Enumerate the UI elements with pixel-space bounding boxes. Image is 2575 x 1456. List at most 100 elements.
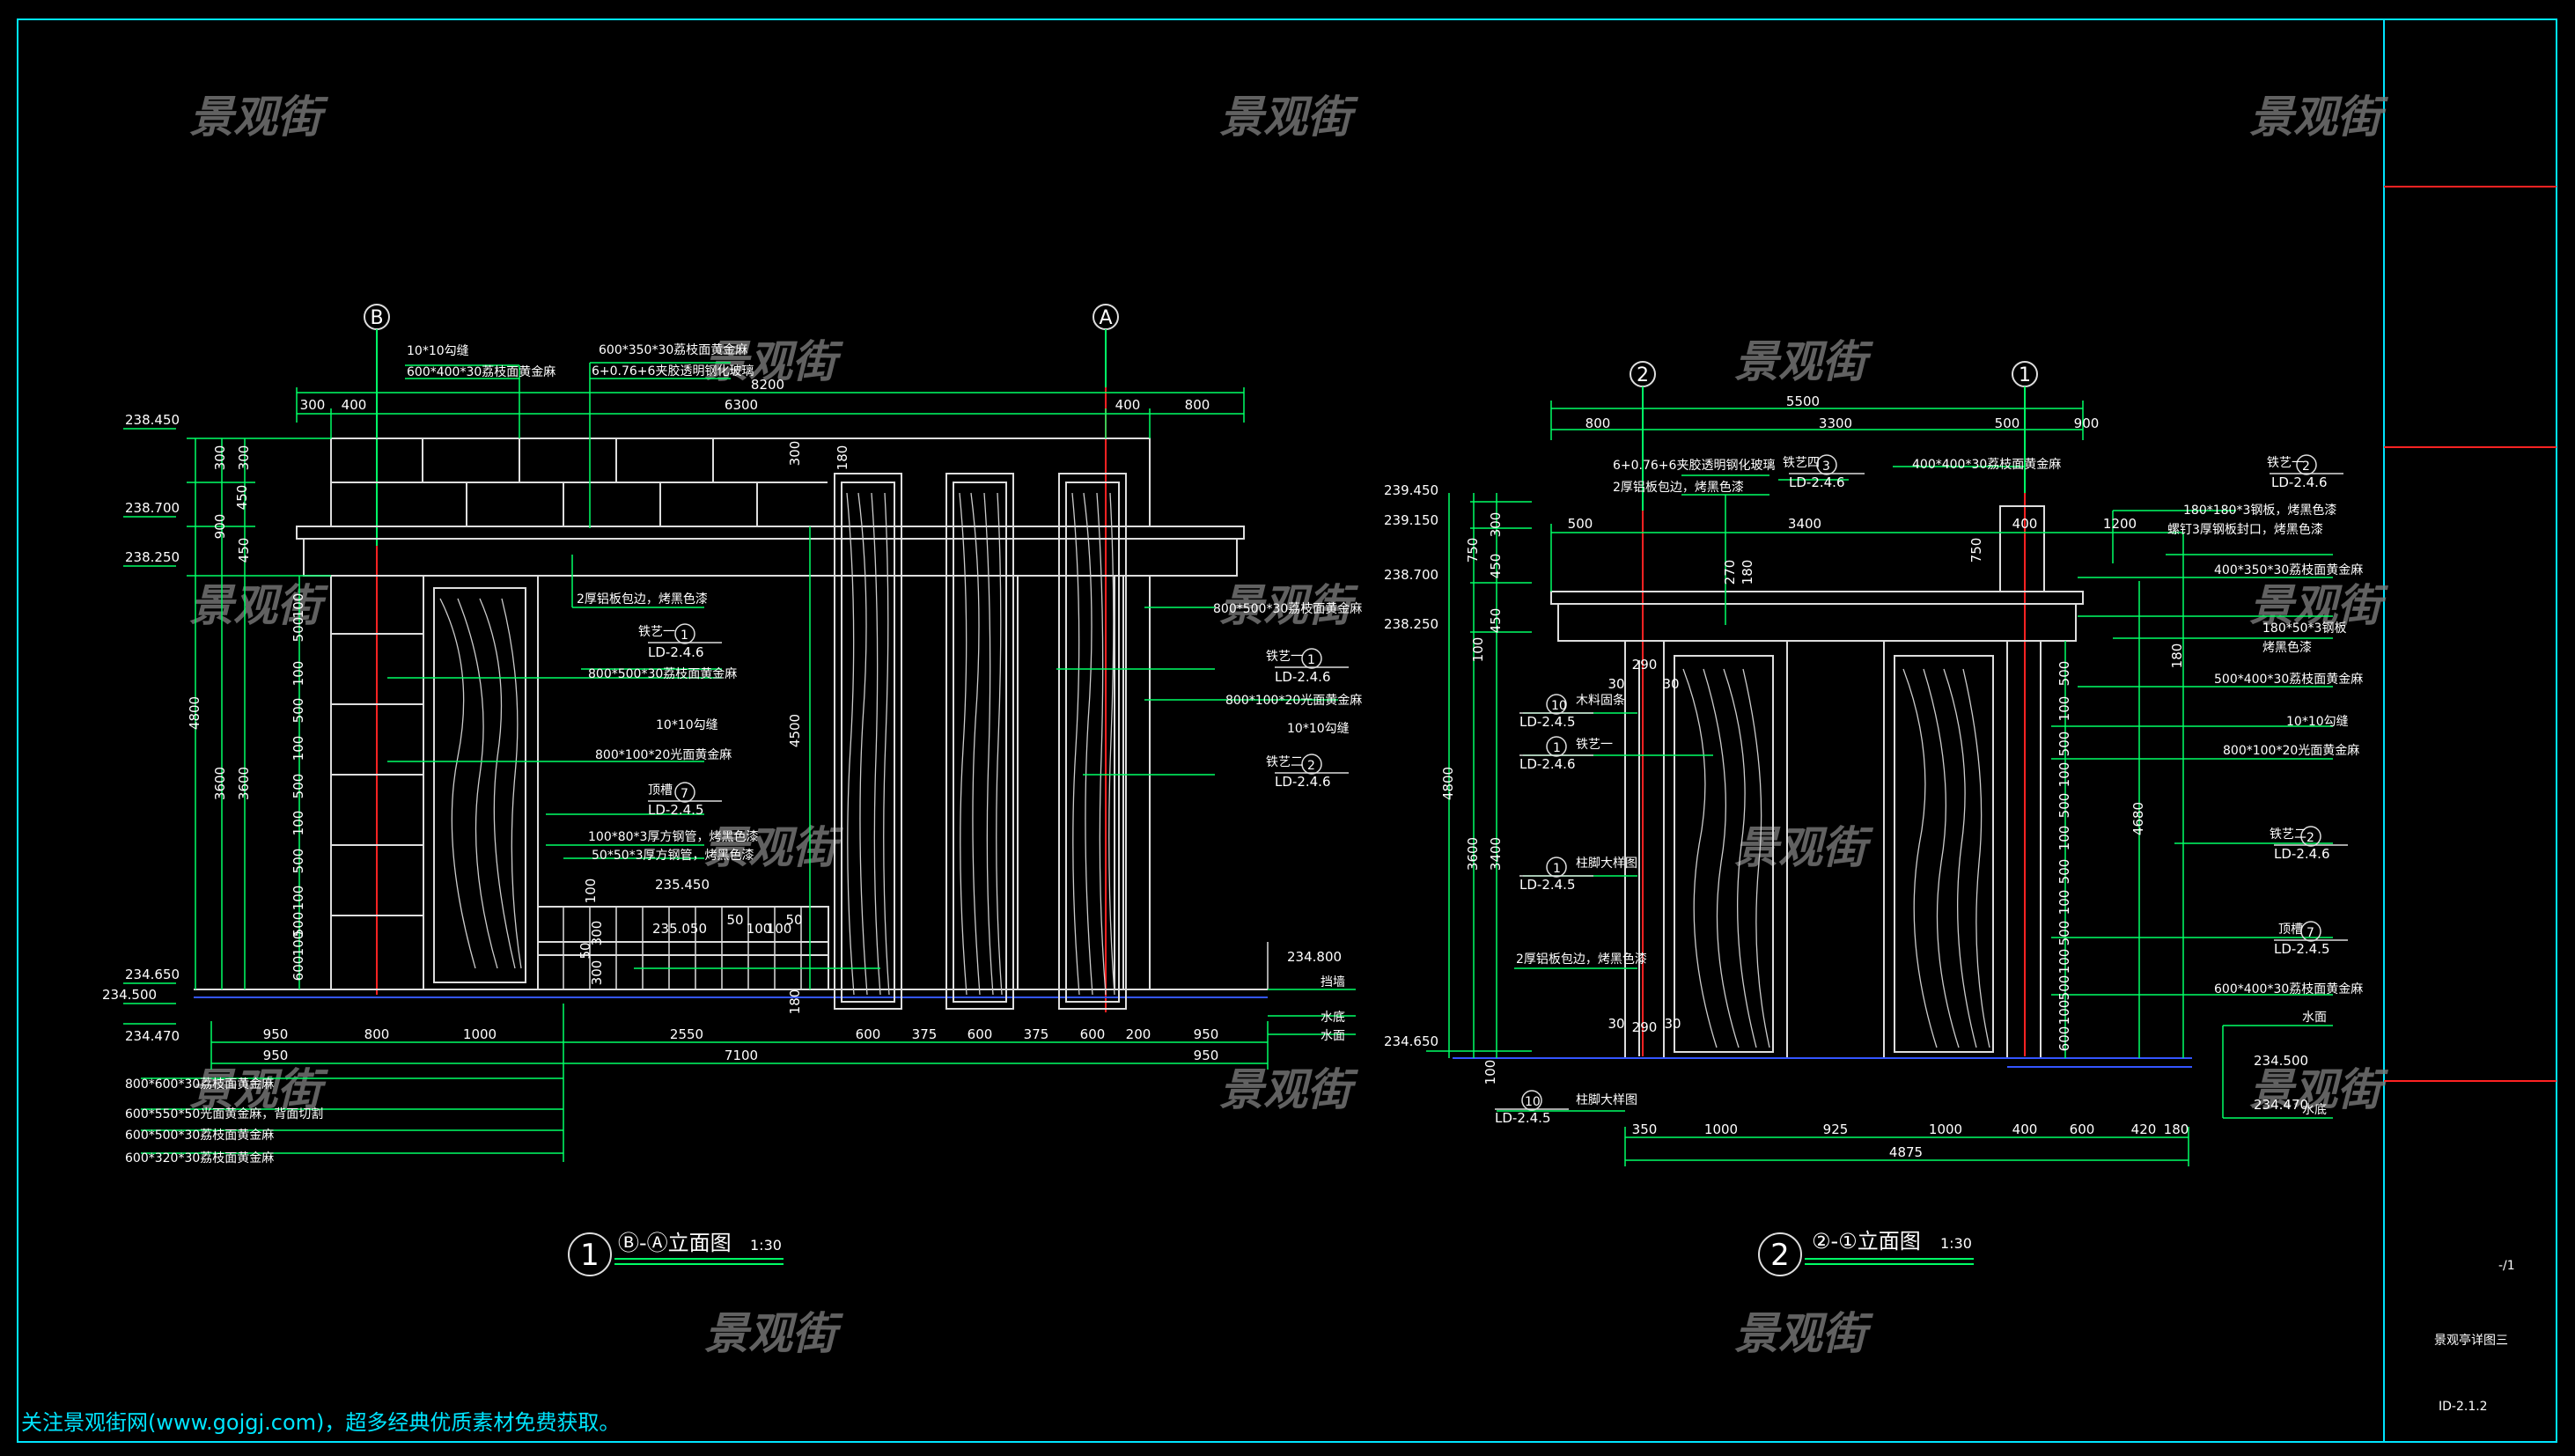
dim-text: 925 — [1823, 1121, 1849, 1137]
dim-text: 4680 — [2130, 802, 2146, 835]
annotation: 6+0.76+6夹胶透明钢化玻璃 — [592, 364, 754, 379]
ref-sheet: LD-2.4.5 — [1495, 1110, 1551, 1126]
dim-text: 100 — [1482, 1060, 1498, 1085]
dim-text: 500 — [1995, 415, 2020, 431]
title-block-sheet-name: 景观亭详图三 — [2434, 1334, 2508, 1348]
annotation: 柱脚大样图 — [1576, 857, 1637, 871]
dim-text: 500 — [291, 774, 306, 799]
dim-text: 180 — [787, 989, 803, 1015]
dim-text: 100 — [747, 921, 772, 937]
dim-text: 30 — [1664, 1016, 1681, 1032]
ref-number: 2 — [2302, 460, 2310, 474]
annotation: 600*320*30荔枝面黄金麻 — [125, 1151, 274, 1166]
inner-level: 235.050 — [652, 921, 707, 937]
ref-sheet: LD-2.4.6 — [1275, 669, 1331, 685]
level-mark: 238.250 — [125, 549, 180, 565]
level-mark: 234.500 — [2254, 1053, 2308, 1069]
axis-label-right: A — [1099, 307, 1112, 329]
dim-text: 300 — [589, 921, 605, 946]
dim-text: 30 — [1608, 1016, 1624, 1032]
dim-text: 270 — [1722, 560, 1738, 585]
dim-text: 100 — [291, 736, 306, 761]
dim-text: 375 — [912, 1026, 938, 1042]
dim-text: 100 — [2056, 762, 2072, 788]
dim-total: 5500 — [1786, 393, 1820, 409]
dim-text: 3400 — [1788, 516, 1821, 532]
annotation: 400*350*30荔枝面黄金麻 — [2214, 563, 2363, 577]
annotation: 螺钉3厚钢板封口，烤黑色漆 — [2167, 522, 2323, 537]
ref-number: 1 — [1307, 653, 1315, 667]
dim-text: 400 — [342, 397, 367, 413]
annotation: 800*600*30荔枝面黄金麻 — [125, 1077, 274, 1092]
title-block-lines — [2384, 186, 2557, 1082]
drawing-frame — [17, 18, 2557, 1443]
annotation: 2厚铝板包边，烤黑色漆 — [1516, 952, 1647, 967]
dim-text: 290 — [1632, 1019, 1658, 1035]
annotation: 800*100*20光面黄金麻 — [595, 747, 732, 762]
railing — [563, 907, 802, 989]
title-block-drawing-no: ID-2.1.2 — [2439, 1400, 2488, 1414]
ref-number: 10 — [1551, 699, 1567, 713]
dim-text: 500 — [291, 912, 306, 938]
dim-text: 950 — [1194, 1026, 1219, 1042]
watermark: 景观街 — [704, 822, 844, 873]
inner-level: 235.450 — [655, 877, 710, 893]
level-mark: 234.650 — [125, 967, 180, 982]
watermark: 景观街 — [2249, 1064, 2389, 1115]
dim-text: 600 — [856, 1026, 881, 1042]
level-mark: 234.800 — [1287, 949, 1342, 965]
dim-text: 100 — [2056, 826, 2072, 851]
dim-text: 3600 — [236, 767, 252, 800]
dim-text: 100 — [2056, 890, 2072, 916]
panel-patterns — [1682, 668, 1990, 1048]
dim-text: 450 — [234, 485, 250, 511]
annotation: 挡墙 — [1321, 975, 1345, 989]
dim-text: 500 — [2056, 793, 2072, 819]
dim-text: 180 — [835, 445, 850, 471]
dim-text: 400 — [2012, 1121, 2038, 1137]
dim-text: 50 — [578, 942, 593, 959]
dim-text: 200 — [1126, 1026, 1151, 1042]
dim-text: 180 — [2164, 1121, 2189, 1137]
dim-text: 100 — [2056, 696, 2072, 722]
dim-text: 4800 — [1440, 767, 1456, 800]
dim-text: 375 — [1024, 1026, 1049, 1042]
dim-text: 500 — [2056, 732, 2072, 757]
dim-text: 600 — [967, 1026, 993, 1042]
ref-label: 铁艺二 — [2270, 827, 2306, 842]
dim-total: 8200 — [751, 377, 784, 393]
annotation: 800*500*30荔枝面黄金麻 — [588, 666, 737, 681]
level-mark: 234.650 — [1384, 1033, 1438, 1049]
footer-promo-text[interactable]: 关注景观街网(www.gojgj.com)，超多经典优质素材免费获取。 — [21, 1410, 621, 1435]
axis-lines — [376, 335, 1107, 1012]
annotation: 50*50*3厚方钢管，烤黑色漆 — [592, 848, 754, 863]
dim-text: 100 — [1470, 637, 1486, 663]
dim-text: 900 — [212, 514, 228, 540]
axis-label-left: B — [370, 307, 383, 329]
ref-label: 铁艺一 — [2267, 456, 2304, 470]
ref-number: 2 — [1307, 759, 1315, 773]
dim-text: 600 — [2056, 1026, 2072, 1052]
level-mark: 234.500 — [102, 987, 157, 1003]
dim-text: 500 — [2056, 859, 2072, 885]
elevation-title: ②-①立面图 — [1812, 1229, 1921, 1254]
dim-text: 500 — [291, 849, 306, 874]
elevation-1-outline — [194, 438, 1268, 998]
watermark: 景观街 — [1219, 580, 1359, 631]
ref-number: 7 — [681, 787, 688, 801]
ref-sheet: LD-2.4.5 — [1519, 877, 1576, 893]
dim-text: 100 — [583, 879, 599, 904]
watermark: 景观街 — [189, 1064, 329, 1115]
dim-text: 50 — [785, 912, 802, 928]
annotation: 水面 — [1321, 1029, 1345, 1043]
annotation: 6+0.76+6夹胶透明钢化玻璃 — [1613, 458, 1775, 473]
dim-text: 1000 — [1704, 1121, 1738, 1137]
elevation-title: Ⓑ-Ⓐ立面图 — [618, 1231, 732, 1255]
dim-total: 4875 — [1889, 1144, 1923, 1160]
ref-number: 3 — [1822, 460, 1830, 474]
dim-text: 500 — [2056, 921, 2072, 946]
ref-label: 铁艺二 — [1266, 755, 1303, 769]
ref-number: 10 — [1525, 1095, 1541, 1109]
ref-label: 铁艺一 — [1576, 738, 1613, 752]
watermark: 景观街 — [1219, 92, 1359, 143]
